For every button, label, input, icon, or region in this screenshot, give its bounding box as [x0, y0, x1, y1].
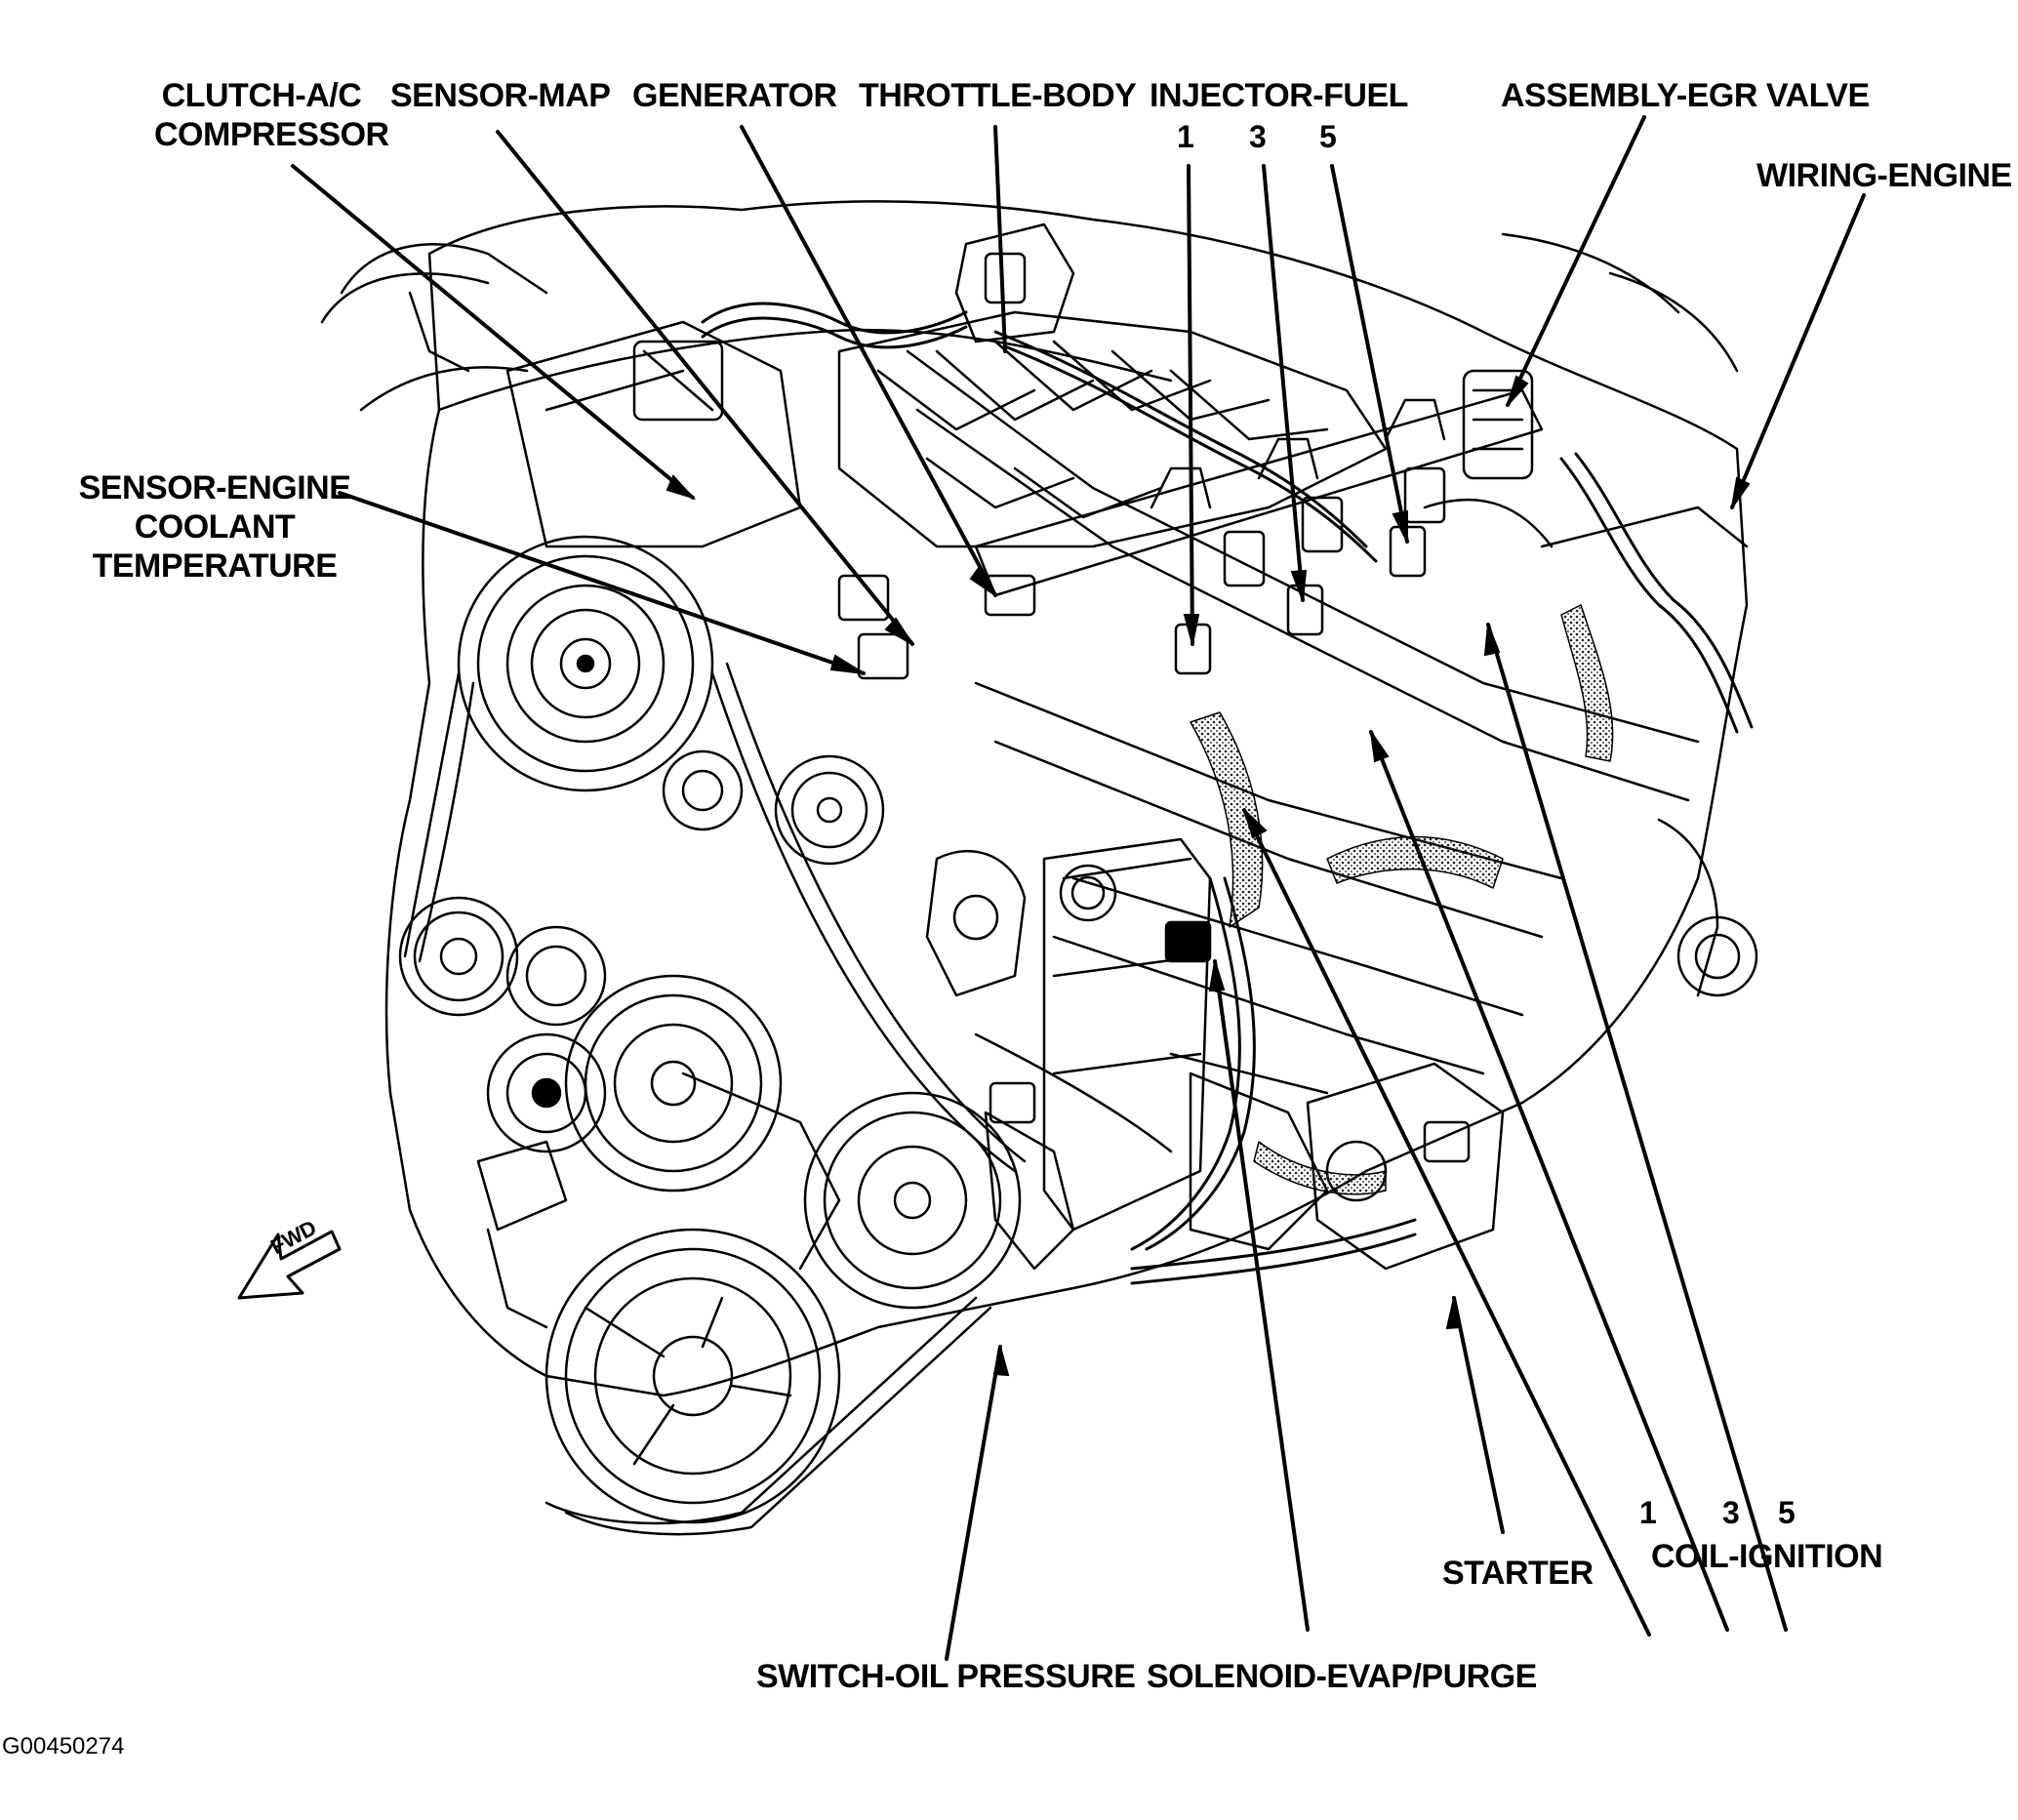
power-steering-pulley	[803, 1091, 1022, 1310]
fuel-rail	[974, 388, 1544, 597]
engine-block	[384, 200, 1749, 1397]
egr-valve	[1423, 369, 1554, 548]
label-injector-fuel: INJECTOR-FUEL	[1150, 77, 1408, 114]
leader-lines	[291, 115, 1866, 1661]
figure-id: G00450274	[2, 1733, 125, 1759]
crankshaft-pulley	[545, 1228, 841, 1524]
injector-number-5: 5	[1319, 119, 1337, 154]
coolant-reservoir	[1042, 837, 1212, 1232]
label-ect-line3: TEMPERATURE	[92, 547, 338, 585]
label-coil-ignition: COIL-IGNITION	[1651, 1538, 1883, 1575]
coil-number-5: 5	[1778, 1495, 1796, 1530]
coil-number-3: 3	[1722, 1495, 1740, 1530]
label-ect-line2: COOLANT	[134, 508, 296, 546]
injector-number-3: 3	[1249, 119, 1267, 154]
generator-pulley	[564, 974, 783, 1193]
label-clutch-ac-compressor: CLUTCH-A/C COMPRESSOR	[154, 76, 389, 154]
ac-clutch-pulley	[457, 535, 714, 792]
injector-number-1: 1	[1177, 119, 1194, 154]
label-ect-line1: SENSOR-ENGINE	[78, 469, 351, 506]
ac-compressor	[505, 320, 802, 548]
idler-pulleys	[398, 749, 885, 1153]
wiring-harness	[701, 302, 1754, 1285]
throttle-body	[954, 222, 1075, 344]
coil-number-1: 1	[1639, 1495, 1657, 1530]
label-clutch-ac-line1: CLUTCH-A/C	[161, 77, 362, 114]
label-sensor-engine-coolant-temperature: SENSOR-ENGINE COOLANT TEMPERATURE	[78, 468, 351, 586]
label-throttle-body: THROTTLE-BODY	[859, 77, 1137, 114]
sensor-connectors	[837, 574, 1471, 1163]
serpentine-belt	[403, 662, 1027, 1536]
label-assembly-egr-valve: ASSEMBLY-EGR VALVE	[1501, 77, 1870, 114]
fwd-arrow-icon	[237, 1230, 342, 1300]
label-generator: GENERATOR	[632, 77, 837, 114]
label-solenoid-evap-purge: SOLENOID-EVAP/PURGE	[1147, 1658, 1537, 1695]
label-starter: STARTER	[1442, 1555, 1594, 1592]
label-clutch-ac-line2: COMPRESSOR	[154, 116, 389, 153]
label-wiring-engine: WIRING-ENGINE	[1756, 157, 2012, 194]
label-sensor-map: SENSOR-MAP	[390, 77, 611, 114]
label-switch-oil-pressure: SWITCH-OIL PRESSURE	[756, 1658, 1136, 1695]
